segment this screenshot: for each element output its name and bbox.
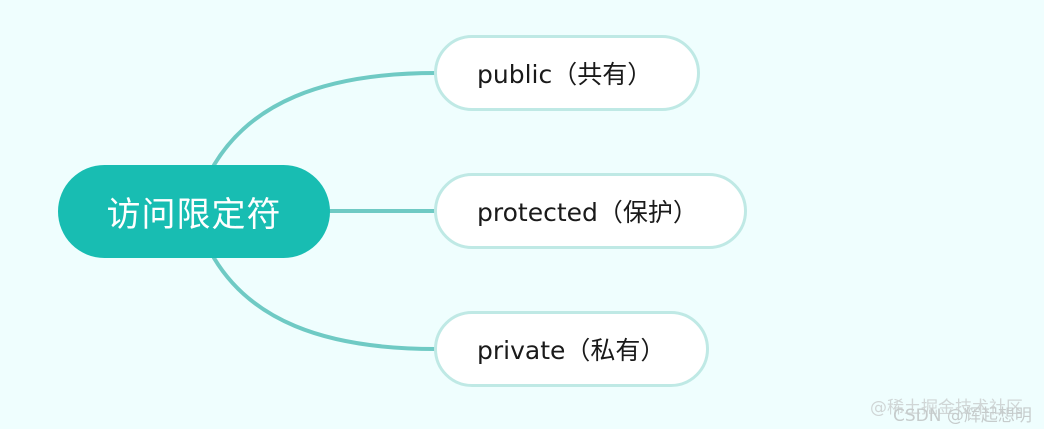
child-node-public: public（共有） bbox=[434, 35, 700, 111]
watermark-juejin: @稀土掘金技术社区 bbox=[870, 398, 1023, 418]
watermark-csdn: CSDN @辉起想明 bbox=[893, 406, 1032, 426]
child-node-label: private（私有） bbox=[477, 336, 666, 365]
connector-private bbox=[212, 256, 438, 351]
connector-public bbox=[212, 71, 438, 167]
child-node-private: private（私有） bbox=[434, 311, 709, 387]
child-node-protected: protected（保护） bbox=[434, 173, 747, 249]
child-node-label: protected（保护） bbox=[477, 198, 698, 227]
root-node-access-modifiers: 访问限定符 bbox=[58, 165, 330, 258]
child-node-label: public（共有） bbox=[477, 60, 653, 89]
root-node-label: 访问限定符 bbox=[106, 195, 282, 235]
